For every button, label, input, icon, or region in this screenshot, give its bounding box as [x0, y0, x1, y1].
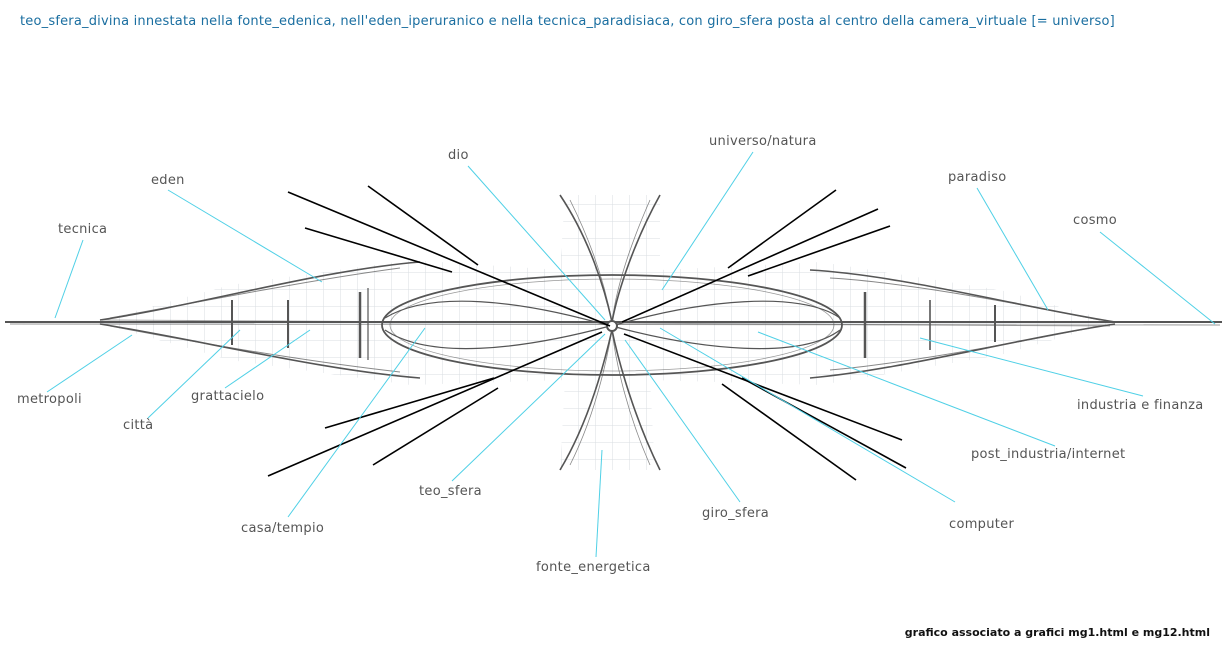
label-cosmo: cosmo [1073, 213, 1117, 228]
label-paradiso: paradiso [948, 170, 1007, 185]
label-industria-finanza: industria e finanza [1077, 398, 1204, 413]
label-fonte-energetica: fonte_energetica [536, 560, 651, 575]
diagram-title: teo_sfera_divina innestata nella fonte_e… [20, 14, 1115, 29]
label-casa-tempio: casa/tempio [241, 521, 325, 536]
label-giro-sfera: giro_sfera [702, 506, 770, 521]
label-universo-natura: universo/natura [709, 134, 817, 149]
leader-lines [46, 151, 1216, 558]
black-rays [267, 185, 907, 481]
label-tecnica: tecnica [58, 222, 108, 237]
label-eden: eden [151, 173, 185, 188]
label-post-industria: post_industria/internet [971, 447, 1126, 462]
label-citta: città [123, 418, 154, 433]
footnote: grafico associato a grafici mg1.html e m… [904, 626, 1210, 639]
sketch-shapes [5, 194, 1222, 471]
sketch-grid [95, 195, 1115, 470]
label-teo-sfera: teo_sfera [419, 484, 482, 499]
label-grattacielo: grattacielo [191, 389, 265, 404]
label-metropoli: metropoli [17, 392, 82, 407]
label-computer: computer [949, 517, 1015, 532]
label-dio: dio [448, 148, 469, 163]
